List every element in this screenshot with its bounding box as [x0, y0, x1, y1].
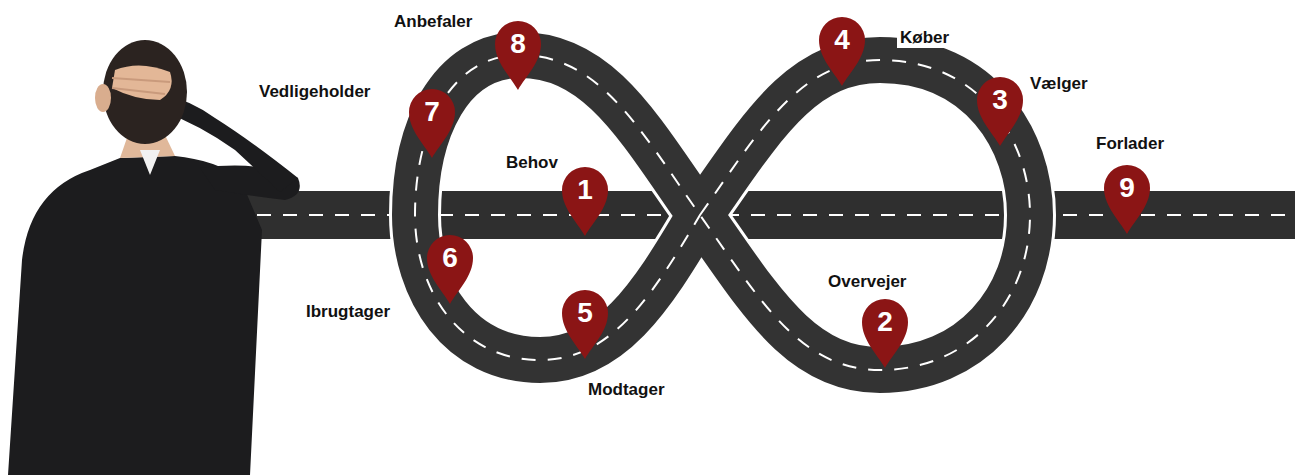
map-pin: 2Overvejer: [862, 299, 908, 369]
map-pin: 3Vælger: [977, 77, 1023, 147]
callout-number: 4: [819, 22, 865, 58]
stage-label: Vedligeholder: [256, 82, 373, 102]
stage-label: Vælger: [1027, 74, 1091, 94]
callout-number: 3: [977, 82, 1023, 118]
callout-number: 7: [409, 94, 455, 130]
callout-number: 2: [862, 304, 908, 340]
stage-label: Behov: [503, 153, 561, 173]
callout-number: 6: [427, 240, 473, 276]
map-pin: 5Modtager: [562, 290, 608, 360]
stage-label: Modtager: [585, 380, 668, 400]
callout-number: 1: [562, 172, 608, 208]
map-pin: 4Køber: [819, 17, 865, 87]
stage-label: Forlader: [1093, 134, 1167, 154]
map-pin: 1Behov: [562, 167, 608, 237]
stage-label: Køber: [897, 28, 952, 48]
map-pin: 9Forlader: [1104, 165, 1150, 235]
callout-number: 9: [1104, 170, 1150, 206]
callout-number: 5: [562, 295, 608, 331]
stage-label: Overvejer: [825, 272, 909, 292]
map-pin: 8Anbefaler: [495, 21, 541, 91]
stage-label: Anbefaler: [391, 12, 475, 32]
callout-number: 8: [495, 26, 541, 62]
map-pin: 7Vedligeholder: [409, 89, 455, 159]
stage-label: Ibrugtager: [303, 302, 393, 322]
map-pin: 6Ibrugtager: [427, 235, 473, 305]
